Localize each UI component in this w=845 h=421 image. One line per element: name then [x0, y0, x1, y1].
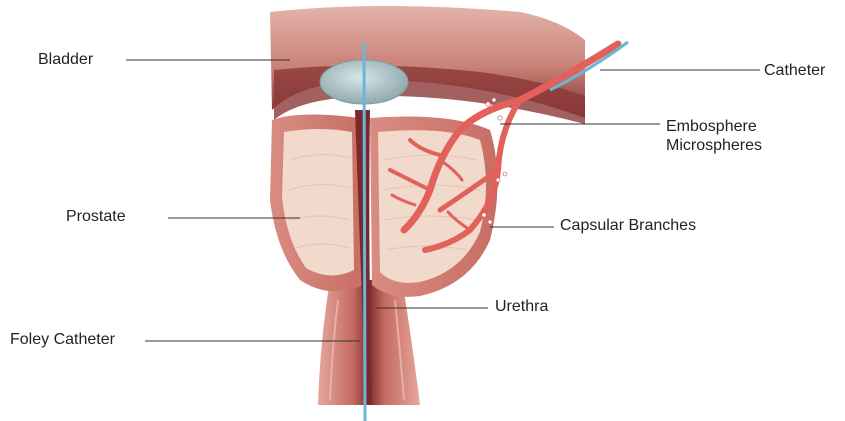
embosphere-label-line1: Embosphere: [666, 117, 762, 136]
foley-catheter-label: Foley Catheter: [10, 330, 115, 349]
prostate-label: Prostate: [66, 207, 126, 226]
embosphere-label-line2: Microspheres: [666, 136, 762, 155]
embosphere-microspheres-label: Embosphere Microspheres: [666, 117, 762, 155]
catheter-label: Catheter: [764, 61, 825, 80]
prostate-right-lobe: [370, 117, 498, 297]
capsular-branches-label: Capsular Branches: [560, 216, 696, 235]
prostate-left-lobe: [270, 114, 364, 291]
urethra-label: Urethra: [495, 297, 548, 316]
bladder-label: Bladder: [38, 50, 93, 69]
bladder: [270, 6, 585, 124]
foley-catheter-tube: [364, 42, 365, 421]
